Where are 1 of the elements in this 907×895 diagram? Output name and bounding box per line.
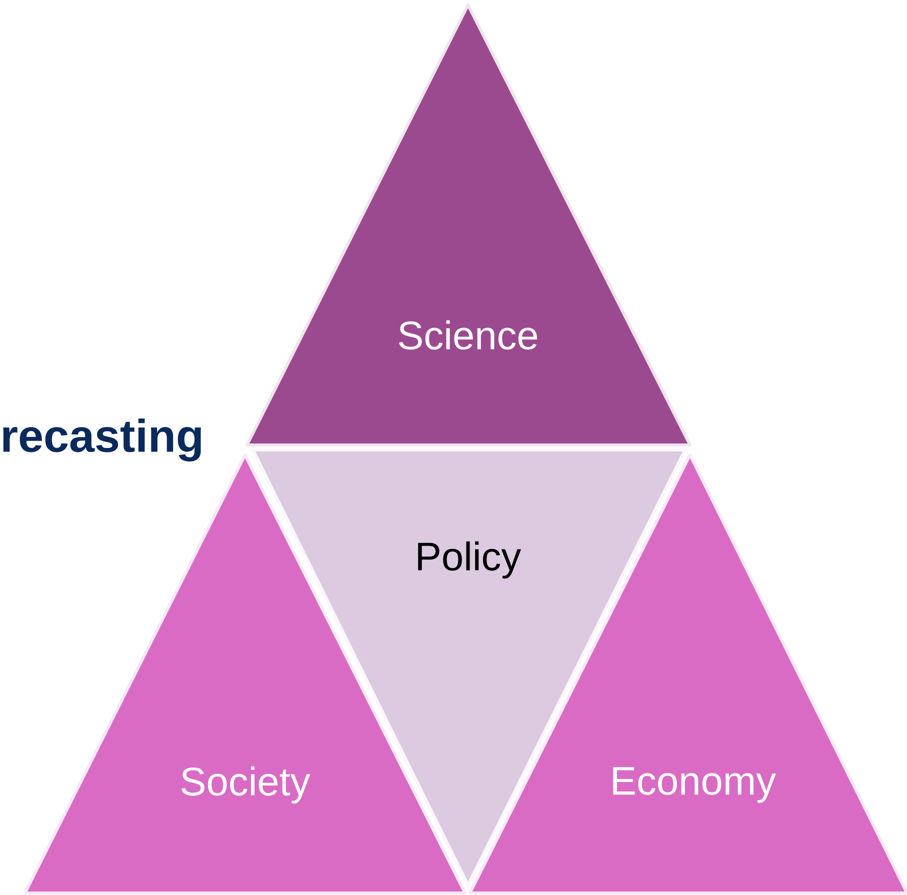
triangle: Science [246, 4, 692, 446]
